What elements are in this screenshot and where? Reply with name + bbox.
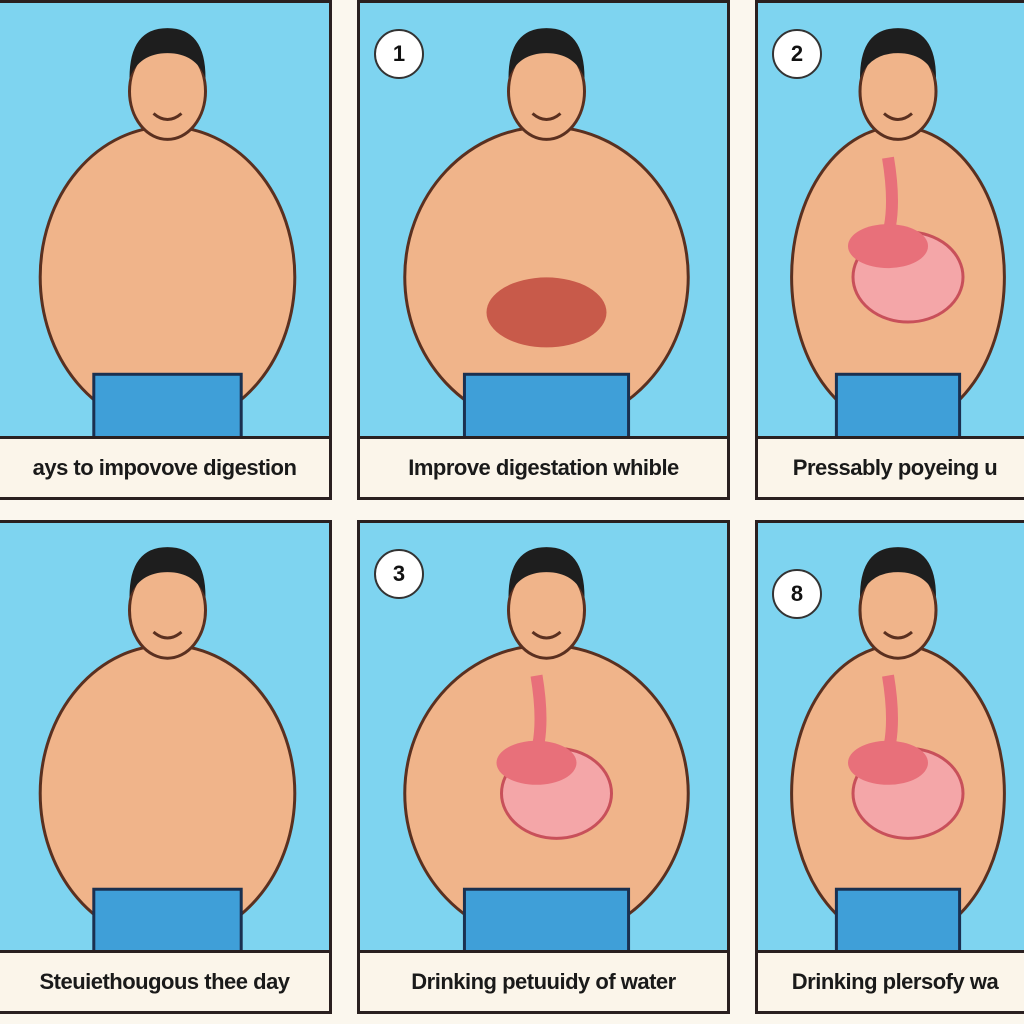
muscular-man-illustration	[790, 547, 1006, 959]
panel-caption: ays to impovove digestion	[0, 436, 329, 497]
step-number-badge: 8	[772, 569, 822, 619]
muscular-man-illustration	[790, 28, 1006, 445]
muscular-man-illustration	[403, 28, 690, 445]
muscular-man-illustration	[403, 547, 690, 959]
panel-caption: Steuiethougous thee day	[0, 950, 329, 1011]
comic-panel: Steuiethougous thee day	[0, 520, 332, 1014]
panel-caption: Pressably poyeing u	[758, 436, 1024, 497]
muscular-man-illustration	[38, 547, 297, 959]
comic-panel: ays to impovove digestion	[0, 0, 332, 500]
panel-caption: Improve digestation whible	[360, 436, 727, 497]
panel-caption: Drinking petuuidy of water	[360, 950, 727, 1011]
panel-caption: Drinking plersofy wa	[758, 950, 1024, 1011]
step-number-badge: 1	[374, 29, 424, 79]
step-number-badge: 2	[772, 29, 822, 79]
step-number-badge: 3	[374, 549, 424, 599]
muscular-man-illustration	[38, 28, 297, 445]
